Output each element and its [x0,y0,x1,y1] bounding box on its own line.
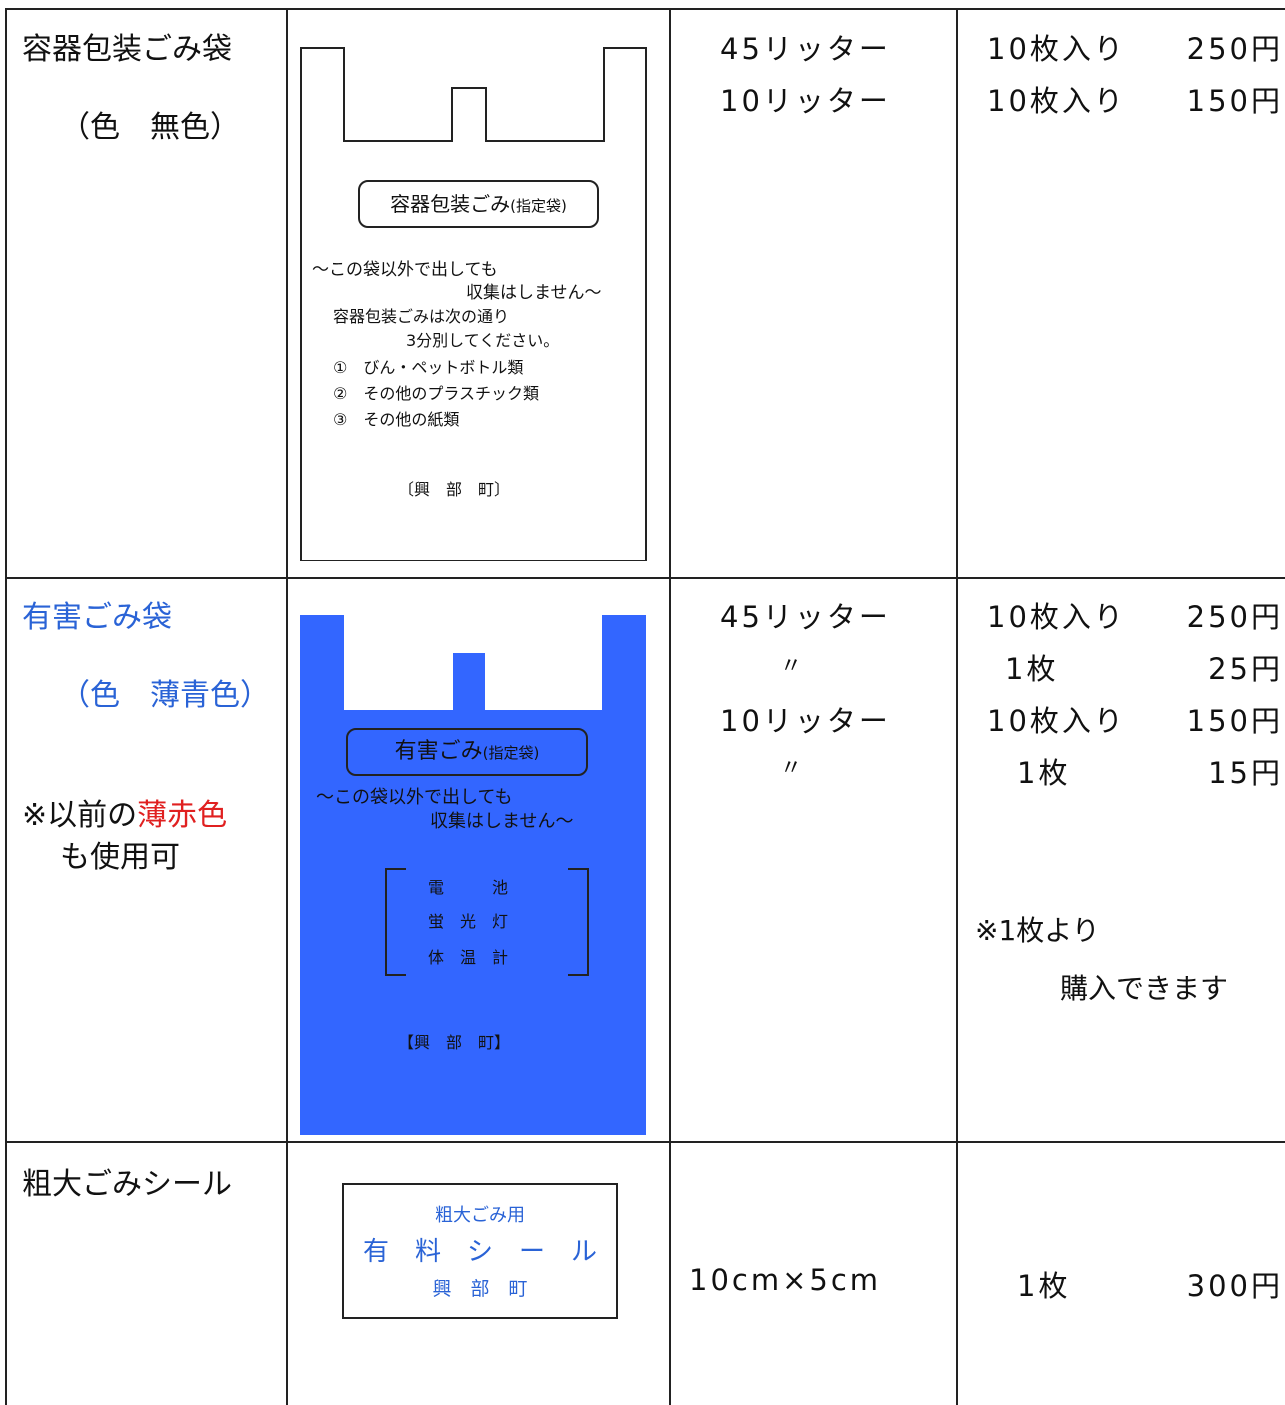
row3-qty-1: 1枚 [1017,1269,1071,1303]
bag-title-box: 容器包装ごみ(指定袋) [358,180,599,228]
row2-price-4: 15円 [1208,756,1283,790]
row2-label: 有害ごみ袋 [22,600,172,635]
bag-item-2: ② その他のプラスチック類 [333,384,540,403]
hazardous-bag-illustration: 有害ごみ(指定袋) ～この袋以外で出しても 収集はしません～ 電 池 蛍 光 灯… [300,615,648,1135]
blue-bag-icon [300,615,646,1135]
oversize-sticker: 粗大ごみ用 有 料 シ ー ル 興 部 町 [342,1183,618,1319]
bag-outline-icon [300,47,647,561]
row2-note-line2: も使用可 [60,840,180,875]
col-divider-3 [956,8,958,1405]
blue-bag-town: 【興 部 町】 [398,1033,511,1052]
blue-bag-notice-2: 収集はしません～ [430,811,574,832]
table-border-left [5,8,7,1405]
row2-qty-3: 10枚入り [987,704,1126,738]
row3-price-1: 300円 [1186,1269,1283,1303]
sticker-line-2: 有 料 シ ー ル [362,1237,597,1267]
row2-note-prefix: ※以前の [22,798,138,833]
recycling-bag-illustration: 容器包装ごみ(指定袋) ～この袋以外で出しても 収集はしません～ 容器包装ごみは… [300,45,648,561]
bag-item-3: ③ その他の紙類 [333,410,460,429]
bag-item-1: ① びん・ペットボトル類 [333,358,524,377]
row1-size-1: 45リッター [720,32,891,66]
row3-label: 粗大ごみシール [22,1167,232,1202]
table-border-top [5,8,1285,10]
bag-title: 容器包装ごみ [390,192,511,216]
row2-size-2: 〃 [780,654,806,679]
row2-qty-1: 10枚入り [987,600,1126,634]
row1-size-2: 10リッター [720,84,891,118]
sticker-line-1: 粗大ごみ用 [435,1205,525,1226]
trash-bag-price-table: 容器包装ごみ袋 （色 無色） 容器包装ごみ(指定袋) ～この袋以外で出しても 収… [5,8,1285,1405]
row2-qty-2: 1枚 [1005,652,1059,686]
row2-size-1: 45リッター [720,600,891,634]
bracket-icon [385,868,589,976]
bag-notice-1: ～この袋以外で出しても [312,260,498,280]
bag-instruction-1: 容器包装ごみは次の通り [333,307,510,326]
row2-size-3: 10リッター [720,704,891,738]
col-divider-1 [286,8,288,1405]
row1-label: 容器包装ごみ袋 [22,32,232,67]
bag-town: 〔興 部 町〕 [398,480,511,499]
row2-extra-1: ※1枚より [975,914,1100,947]
hazard-item-3: 体 温 計 [428,948,509,967]
blue-bag-title-suffix: (指定袋) [482,744,540,762]
row1-price-1: 250円 [1186,32,1283,66]
col-divider-2 [669,8,671,1405]
blue-bag-title: 有害ごみ [394,739,483,764]
row1-color-note: （色 無色） [60,110,240,145]
row2-qty-4: 1枚 [1017,756,1071,790]
blue-bag-notice-1: ～この袋以外で出しても [316,787,513,808]
row2-note-red: 薄赤色 [137,798,228,833]
row3-size-1: 10cm×5cm [689,1263,882,1297]
row2-color-note: （色 薄青色） [60,678,270,713]
row2-price-3: 150円 [1186,704,1283,738]
row2-price-1: 250円 [1186,600,1283,634]
row-divider-1 [5,577,1285,579]
sticker-line-3: 興 部 町 [432,1278,528,1300]
row1-price-2: 150円 [1186,84,1283,118]
row1-qty-1: 10枚入り [987,32,1126,66]
hazard-item-1: 電 池 [428,878,509,897]
row1-qty-2: 10枚入り [987,84,1126,118]
row2-note: ※以前の薄赤色 [22,796,227,835]
blue-bag-title-box: 有害ごみ(指定袋) [346,728,588,776]
row2-size-4: 〃 [780,756,806,781]
bag-title-suffix: (指定袋) [510,197,567,215]
row2-price-2: 25円 [1208,652,1283,686]
row-divider-2 [5,1141,1285,1143]
row2-extra-2: 購入できます [1060,972,1229,1005]
hazard-item-2: 蛍 光 灯 [428,912,509,931]
bag-notice-2: 収集はしません～ [466,283,602,303]
bag-instruction-2: 3分別してください。 [406,331,560,350]
